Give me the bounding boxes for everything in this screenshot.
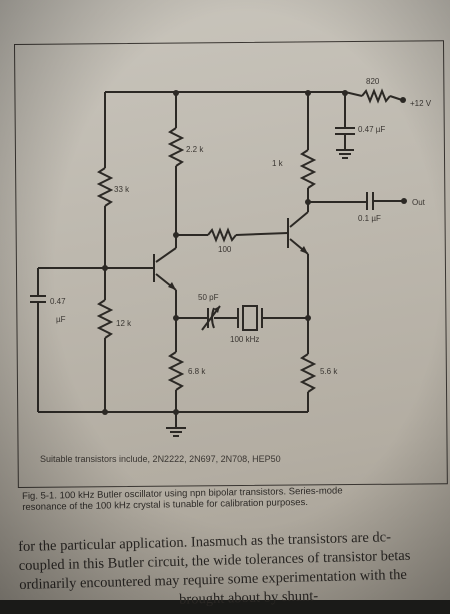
q2-emitter-arrow xyxy=(300,246,308,254)
label-100khz: 100 kHz xyxy=(230,335,259,344)
transistor-note: Suitable transistors include, 2N2222, 2N… xyxy=(40,454,281,464)
junction-dot xyxy=(102,409,108,415)
circuit-schematic: 820 +12 V 0.47 µF 2.2 k 1 k Out 0.1 µF 3… xyxy=(30,77,432,437)
label-68k: 6.8 k xyxy=(188,367,206,376)
resistor-56k xyxy=(299,353,317,393)
label-047-left-unit: µF xyxy=(56,315,66,324)
label-100: 100 xyxy=(218,245,232,254)
trimmer-arrowhead xyxy=(214,306,220,313)
q1-collector xyxy=(155,247,177,263)
out-terminal xyxy=(401,198,407,204)
resistor-33k xyxy=(96,167,114,207)
q1-emitter-arrow xyxy=(168,282,176,290)
junction-dot xyxy=(305,315,311,321)
wire-820-out xyxy=(389,95,403,101)
label-047uf-top: 0.47 µF xyxy=(358,125,385,134)
label-1k: 1 k xyxy=(272,159,284,168)
label-22k: 2.2 k xyxy=(186,145,204,154)
q2-collector xyxy=(289,211,309,228)
crystal-body xyxy=(242,305,258,331)
resistor-22k xyxy=(167,127,185,167)
label-01uf: 0.1 µF xyxy=(358,214,381,223)
label-out: Out xyxy=(412,198,426,207)
label-12k: 12 k xyxy=(116,319,132,328)
label-56k: 5.6 k xyxy=(320,367,338,376)
resistor-1k xyxy=(299,149,317,189)
label-820: 820 xyxy=(366,77,380,86)
body-paragraph: for the particular application. Inasmuch… xyxy=(18,527,450,614)
supply-terminal xyxy=(400,97,406,103)
resistor-12k xyxy=(96,299,114,339)
resistor-100 xyxy=(207,227,237,243)
label-33k: 33 k xyxy=(114,185,130,194)
label-supply: +12 V xyxy=(410,99,432,108)
wire-100-right xyxy=(235,232,289,236)
label-047-left: 0.47 xyxy=(50,297,66,306)
label-50pf: 50 pF xyxy=(198,293,219,302)
resistor-68k xyxy=(167,351,185,391)
resistor-820 xyxy=(361,88,391,104)
trimmer-plate xyxy=(211,307,215,329)
